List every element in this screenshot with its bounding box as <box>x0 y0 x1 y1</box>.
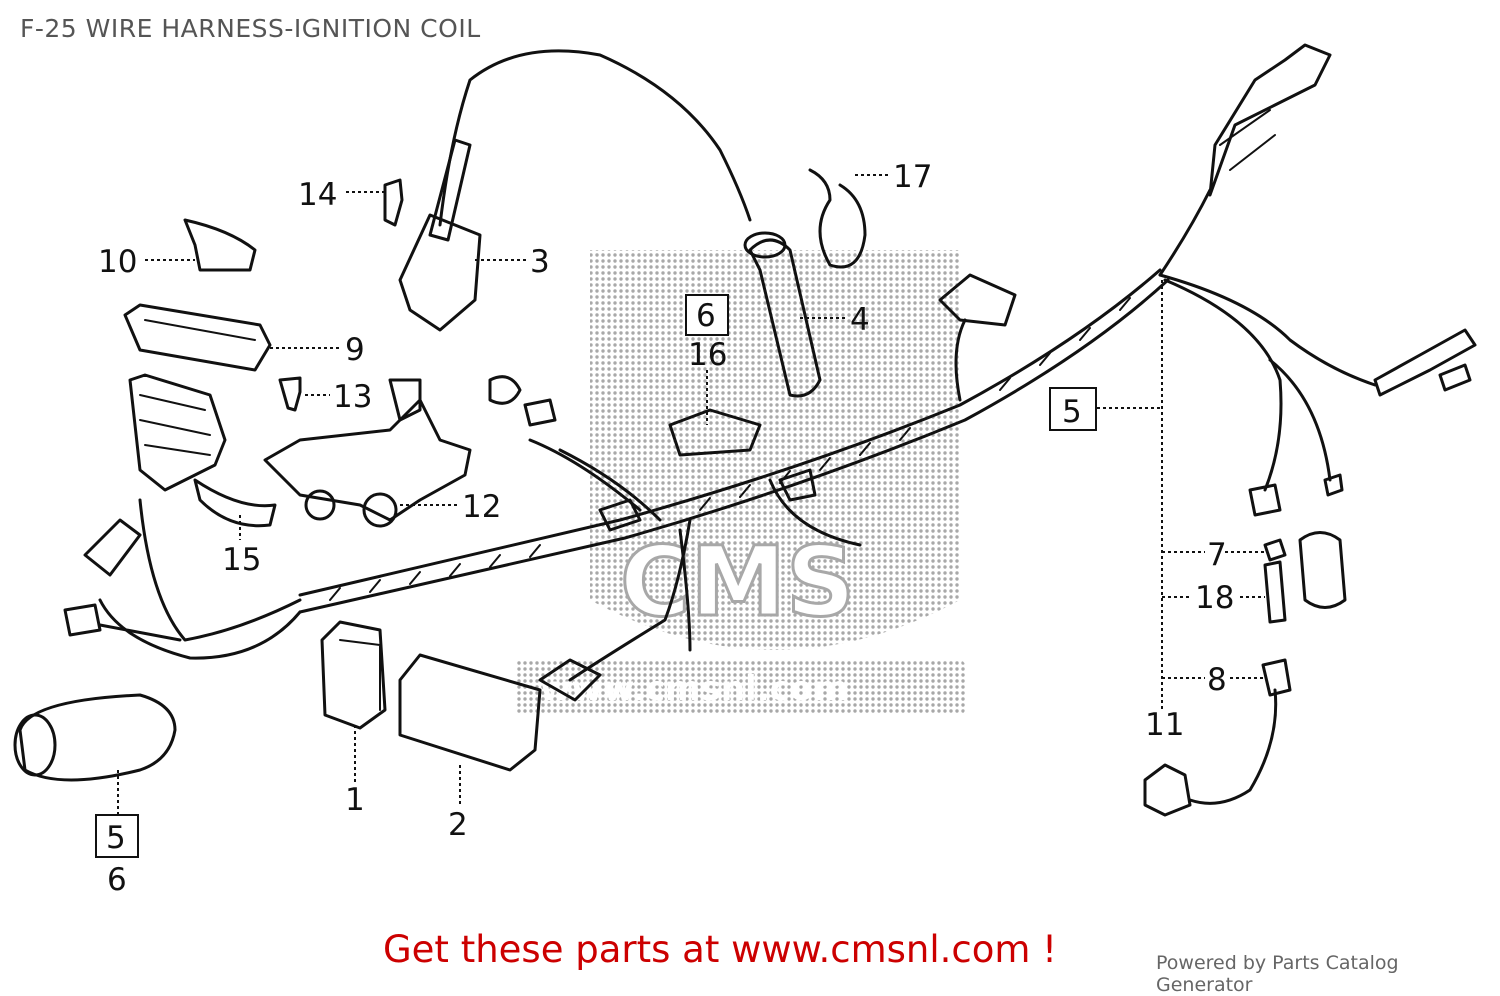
part-17-clamp <box>808 168 867 269</box>
callout-box-5-left <box>95 814 139 858</box>
part-13-bolt <box>278 376 302 412</box>
part-1-unit <box>320 620 387 730</box>
powered-by-text: Powered by Parts Catalog Generator <box>1156 952 1399 996</box>
callout-2: 2 <box>448 807 468 843</box>
callout-12: 12 <box>462 489 501 525</box>
watermark-site: www.cmsnl.com <box>540 669 849 709</box>
part-6-cylinder <box>13 693 177 782</box>
callout-9: 9 <box>345 332 365 368</box>
cta-link[interactable]: Get these parts at www.cmsnl.com ! <box>383 928 1058 971</box>
callout-15: 15 <box>222 542 261 578</box>
callout-6: 6 <box>107 862 127 898</box>
callout-1: 1 <box>345 782 365 818</box>
misc-connectors <box>488 273 1017 702</box>
part-12-bracket <box>263 378 472 528</box>
callout-8: 8 <box>1207 662 1227 698</box>
part-15-strap <box>193 478 277 528</box>
callout-5-right: 5 <box>1062 394 1082 430</box>
right-connectors <box>1248 328 1477 517</box>
ignition-coil <box>1208 43 1332 197</box>
part-14-bolt <box>383 178 404 227</box>
cms-watermark: CMS www.cmsnl.com <box>515 250 965 715</box>
part-11-switch <box>1143 531 1347 817</box>
part-9-fuse-box <box>123 303 272 372</box>
watermark-banner <box>515 660 965 715</box>
callout-17: 17 <box>893 159 932 195</box>
callout-7: 7 <box>1207 537 1227 573</box>
callout-box-6 <box>685 294 729 336</box>
callout-6-boxed: 6 <box>696 298 716 334</box>
part-3-cap <box>398 213 482 332</box>
leader-lines <box>117 174 1265 815</box>
part-2-box <box>398 653 542 772</box>
page-title: F-25 WIRE HARNESS-IGNITION COIL <box>20 14 481 43</box>
multi-pin-connector <box>128 373 227 492</box>
watermark-brand: CMS <box>620 526 855 638</box>
lower-left-connectors <box>63 518 182 642</box>
high-tension-lead <box>428 49 752 242</box>
callout-3: 3 <box>530 244 550 280</box>
callout-10: 10 <box>98 244 137 280</box>
main-harness <box>98 188 1377 682</box>
callout-5-left: 5 <box>106 820 126 856</box>
callout-box-5-right <box>1049 387 1097 431</box>
callout-16: 16 <box>688 337 727 373</box>
part-4-plug-cap <box>743 231 822 398</box>
callout-4: 4 <box>850 302 870 338</box>
part-10-clip <box>183 218 257 272</box>
callout-14: 14 <box>298 177 337 213</box>
callout-13: 13 <box>333 379 372 415</box>
callout-11: 11 <box>1145 707 1184 743</box>
callout-18: 18 <box>1195 580 1234 616</box>
